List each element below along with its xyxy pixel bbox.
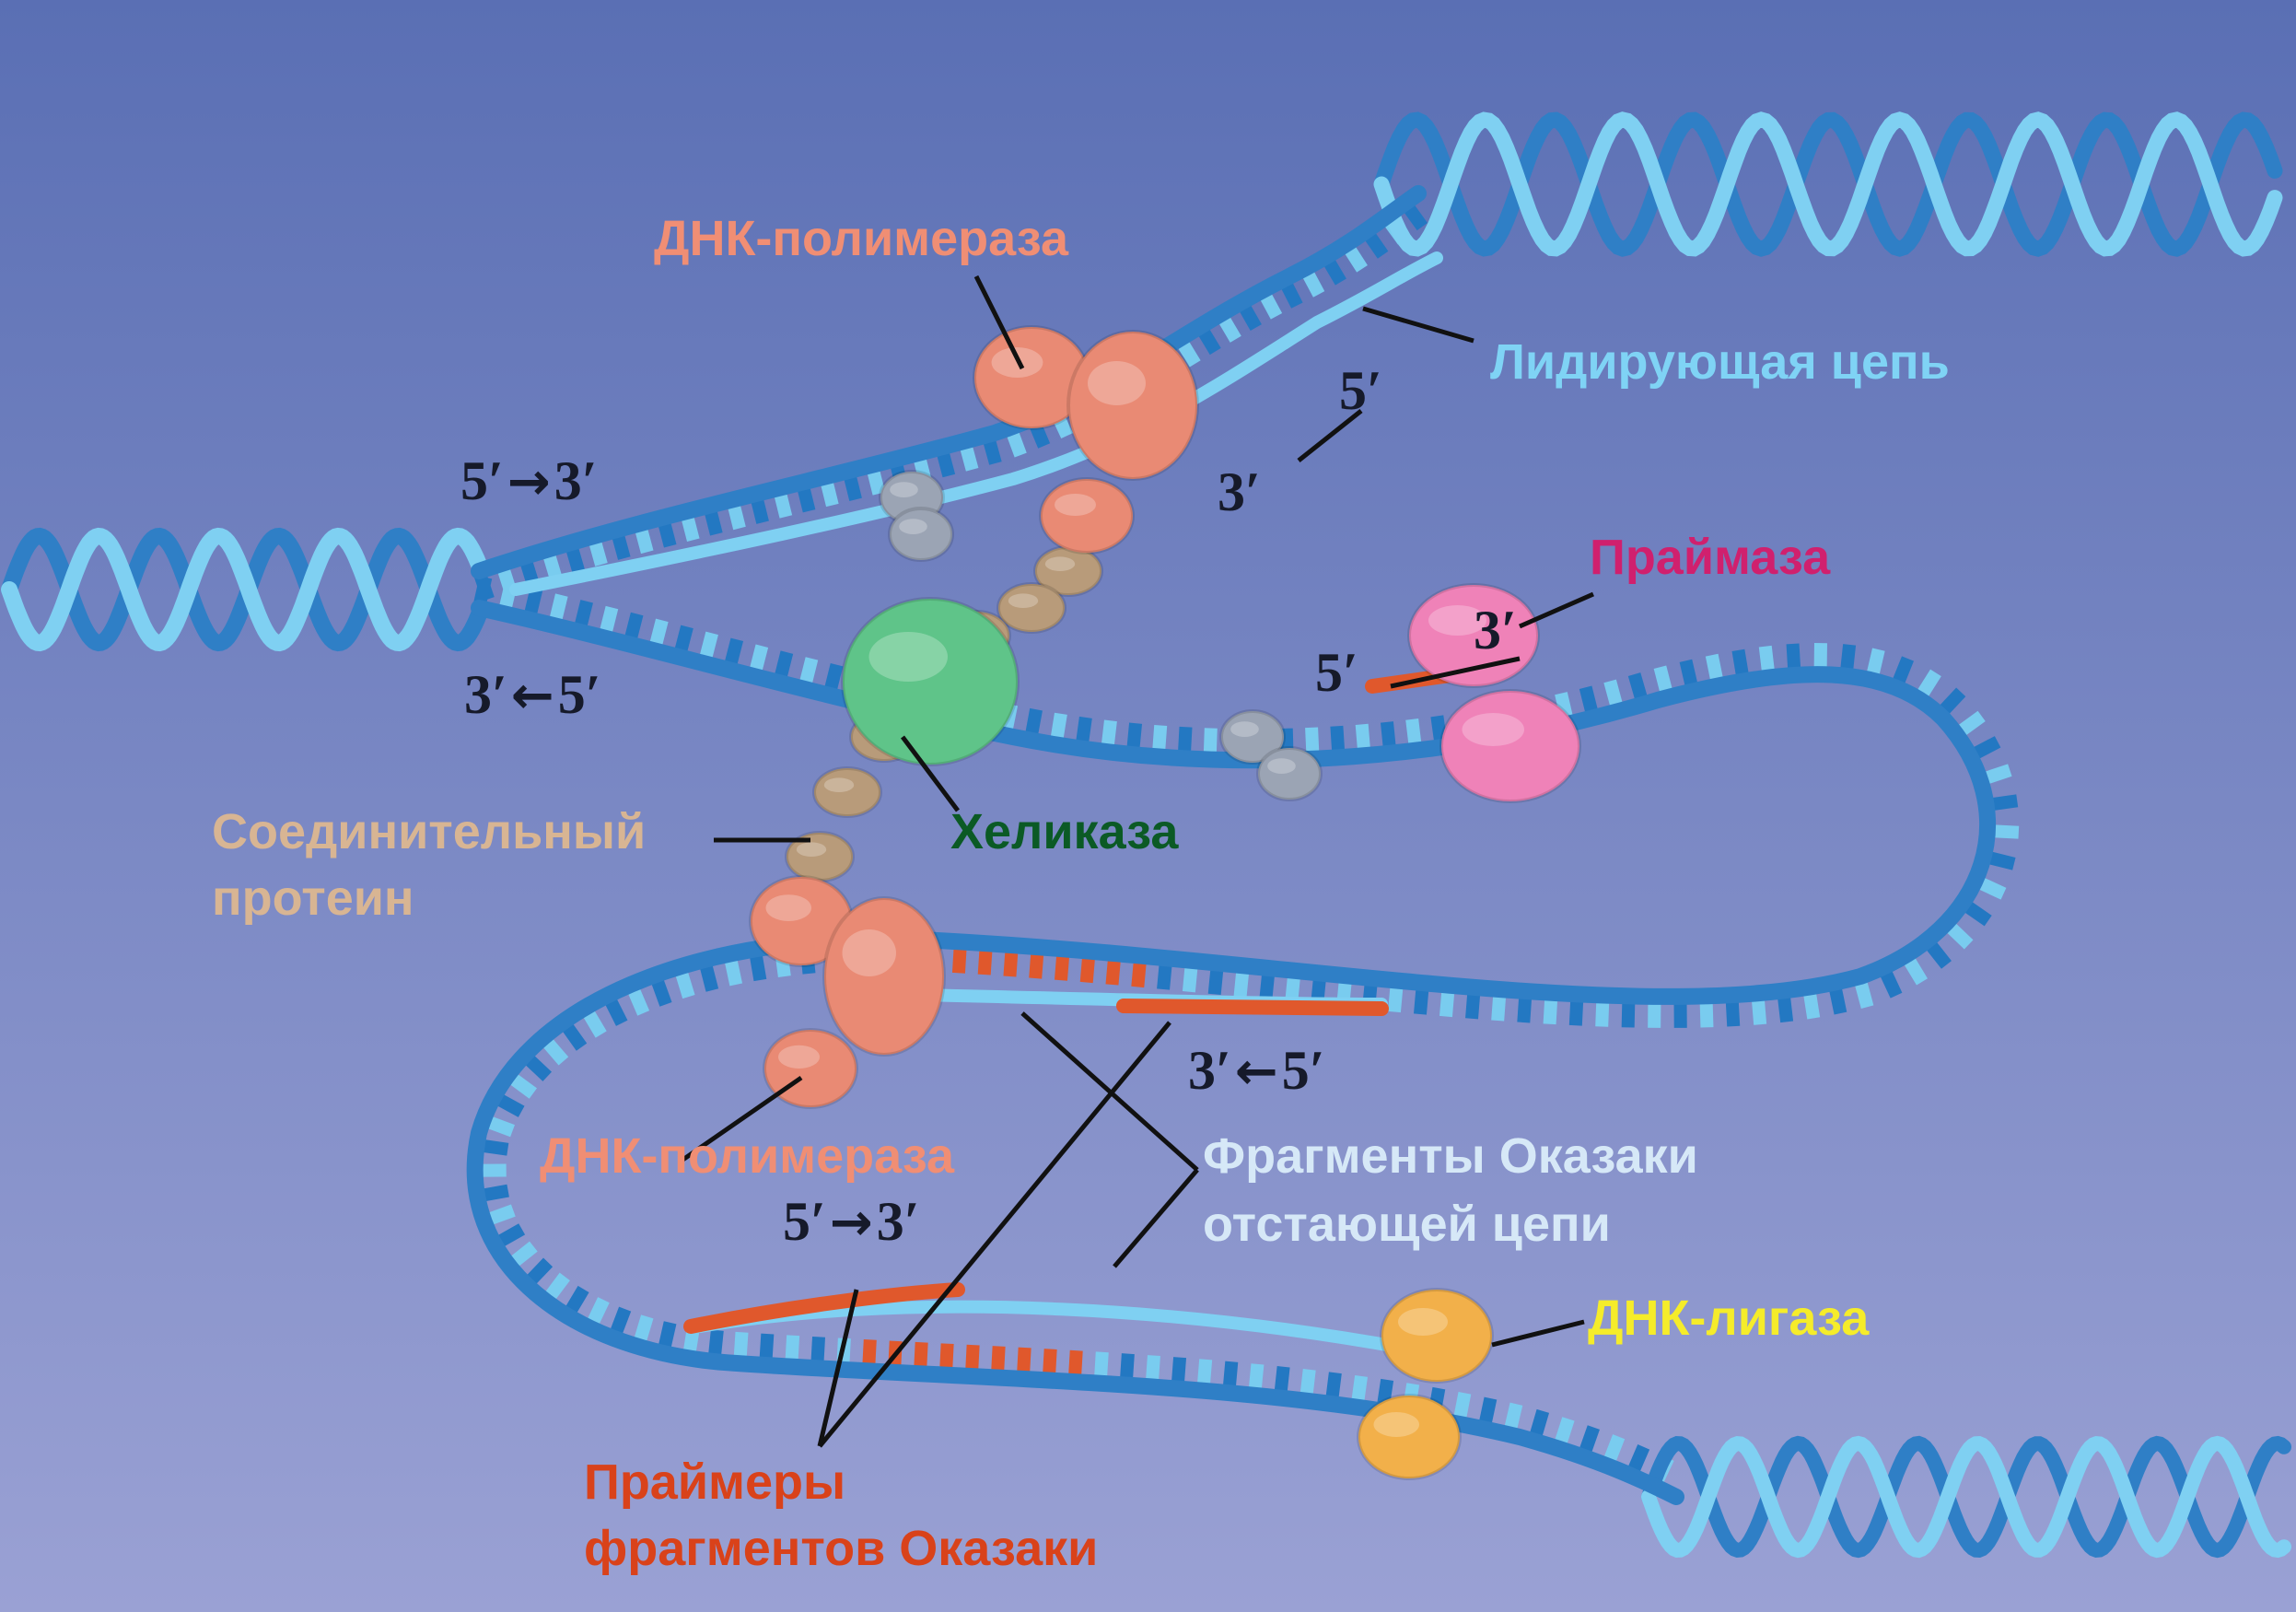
leader-ligase (1491, 1319, 1585, 1348)
connector-protein-bead-highlight (796, 842, 827, 857)
primase-bottom-highlight (1462, 713, 1524, 746)
leader-polymerase-top (973, 275, 1025, 370)
helicase (841, 597, 1020, 766)
primer-upper (1116, 999, 1389, 1016)
direction-from: 5′ (783, 1191, 826, 1252)
direction-primase-5: 5′ (1315, 642, 1358, 703)
ssb-protein (1256, 746, 1323, 801)
direction-from: 5′ (460, 450, 504, 511)
ligase-top (1380, 1288, 1494, 1384)
polymerase-bottom-large (822, 896, 946, 1057)
leader-primase (1518, 591, 1595, 629)
connector-protein-bead-highlight (1008, 593, 1039, 608)
direction-to: 5′ (557, 664, 601, 725)
direction-leading-3: 3′ (1218, 461, 1261, 522)
direction-lagging-low: 5′→3′ (783, 1190, 920, 1254)
direction-primase-3: 3′ (1474, 600, 1517, 660)
direction-arrow: ← (510, 666, 554, 726)
direction-arrow: → (829, 1193, 873, 1253)
direction-leading-5: 5′ (1339, 360, 1382, 421)
leading-direction-arrow (1297, 409, 1363, 462)
direction-to: 5′ (1281, 1040, 1325, 1101)
label-connector-protein-line2: протеин (212, 870, 414, 926)
leader-primer-lower (817, 1289, 859, 1447)
connector-protein-bead (812, 766, 882, 818)
label-okazaki-primers-line2: фрагментов Оказаки (584, 1521, 1099, 1576)
direction-to: 3′ (876, 1191, 920, 1252)
polymerase-top-base (1039, 477, 1135, 555)
parent-helix-strand-back (1, 527, 487, 652)
leading-daughter-helix-strand-back (1373, 111, 2283, 257)
ligase-bottom (1357, 1394, 1462, 1480)
leader-lines (680, 275, 1595, 1448)
primer-lower (683, 1282, 965, 1334)
primase-bottom (1439, 689, 1581, 803)
polymerase-bottom-base-highlight (778, 1045, 820, 1069)
polymerase-top-large (1066, 330, 1199, 481)
ssb-protein-highlight (890, 482, 918, 497)
label-okazaki-fragments-line1: Фрагменты Оказаки (1203, 1128, 1698, 1184)
ssb-protein (1219, 709, 1286, 765)
connector-protein-bead (996, 582, 1066, 634)
direction-to: 3′ (554, 450, 598, 511)
direction-from: 3′ (1188, 1040, 1231, 1101)
label-dna-ligase: ДНК-лигаза (1588, 1291, 1870, 1346)
ssb-protein-highlight (1230, 721, 1259, 737)
polymerase-bottom-small-highlight (765, 894, 811, 921)
label-dna-polymerase-bottom: ДНК-полимераза (540, 1128, 954, 1184)
direction-from: 3′ (464, 664, 507, 725)
label-primase: Праймаза (1590, 530, 1831, 585)
direction-parent-bottom: 3′←5′ (464, 663, 601, 727)
helicase-highlight (868, 632, 948, 682)
ligase-top-highlight (1398, 1308, 1448, 1336)
leader-leading-strand (1362, 306, 1474, 344)
lagging-daughter-helix-strand-back (1641, 1435, 2291, 1559)
leader-okazaki-fragment-2 (1113, 1168, 1199, 1268)
direction-lagging-mid: 3′←5′ (1188, 1039, 1325, 1103)
primase-direction-arrow (1390, 656, 1521, 689)
polymerase-bottom-large-highlight (842, 929, 896, 976)
direction-arrow: → (507, 452, 551, 512)
direction-arrow: ← (1234, 1042, 1278, 1102)
label-dna-polymerase-top: ДНК-полимераза (654, 211, 1068, 266)
leading-daughter-helix-strand-front (1373, 111, 2283, 257)
ligase-bottom-highlight (1373, 1412, 1419, 1437)
polymerase-top-base-highlight (1055, 494, 1096, 516)
leader-helicase (901, 735, 960, 812)
primase-top-highlight (1428, 605, 1486, 636)
lagging-daughter-helix-strand-front (1641, 1435, 2291, 1559)
direction-parent-top: 5′→3′ (460, 450, 598, 513)
label-okazaki-primers-line1: Праймеры (584, 1454, 846, 1510)
ssb-protein-highlight (899, 519, 927, 534)
ssb-protein-highlight (1267, 758, 1296, 774)
polymerase-top-large-highlight (1088, 361, 1146, 405)
label-connector-protein-line1: Соединительный (212, 804, 647, 859)
leader-polymerase-bottom (680, 1075, 803, 1163)
label-okazaki-fragments-line2: отстающей цепи (1203, 1197, 1611, 1252)
label-leading-strand: Лидирующая цепь (1490, 334, 1950, 390)
leader-primer-upper (818, 1021, 1171, 1448)
connector-protein-bead-highlight (1044, 556, 1076, 571)
ssb-protein (888, 507, 954, 562)
label-helicase: Хеликаза (950, 804, 1179, 859)
parent-helix-strand-front (1, 527, 487, 652)
connector-protein-bead-highlight (823, 777, 855, 792)
